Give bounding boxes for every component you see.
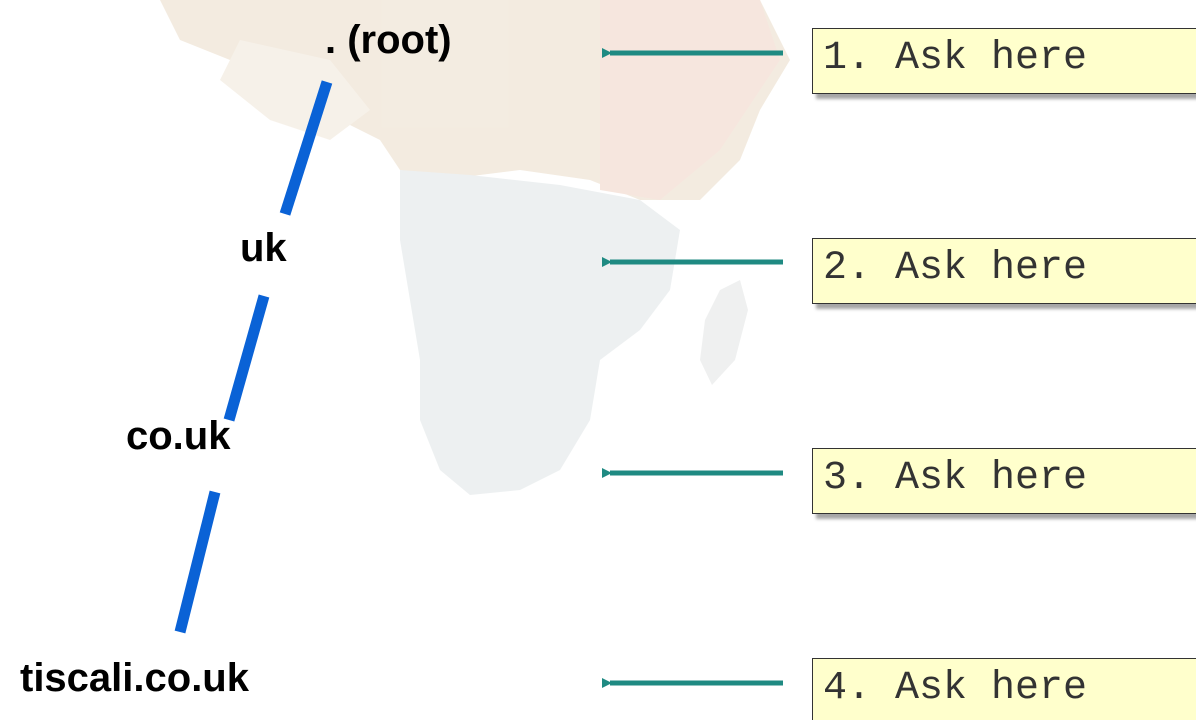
node-tiscali-co-uk-label: tiscali.co.uk xyxy=(20,656,249,700)
step-box-2: 2. Ask here xyxy=(812,238,1196,304)
step-label: 2. Ask here xyxy=(823,246,1088,291)
edge-root-uk xyxy=(279,80,333,216)
node-co-uk-label: co.uk xyxy=(126,414,231,458)
step-label: 1. Ask here xyxy=(823,36,1088,81)
node-root-label: . (root) xyxy=(325,18,452,62)
map-horn-region xyxy=(600,0,780,200)
map-west-region xyxy=(220,40,370,140)
step-box-1: 1. Ask here xyxy=(812,28,1196,94)
edge-uk-co-uk xyxy=(223,294,270,422)
step-box-4: 4. Ask here xyxy=(812,658,1196,720)
edge-co-uk-tiscali xyxy=(174,490,221,634)
map-southern-landmass xyxy=(400,170,680,495)
step-label: 4. Ask here xyxy=(823,666,1088,711)
map-madagascar xyxy=(700,280,748,385)
node-uk-label: uk xyxy=(240,226,287,270)
step-box-3: 3. Ask here xyxy=(812,448,1196,514)
step-label: 3. Ask here xyxy=(823,456,1088,501)
